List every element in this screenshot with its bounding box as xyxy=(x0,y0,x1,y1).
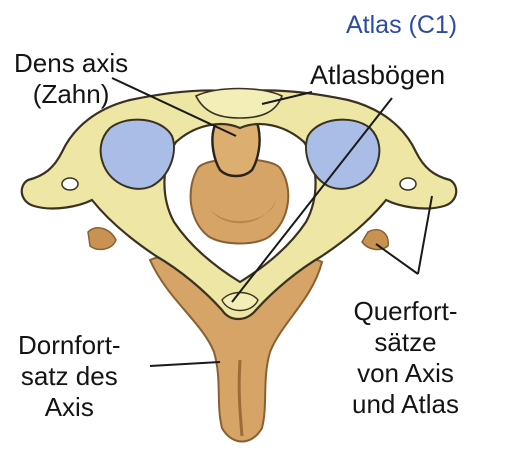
label-dornfortsatz-line-2: satz des xyxy=(20,361,118,391)
label-dens-axis-line-2: (Zahn) xyxy=(32,79,110,109)
label-querfortsaetze-line-4: und Atlas xyxy=(352,389,459,419)
label-dornfortsatz-line-1: Dornfort- xyxy=(18,330,121,360)
atlas-posterior-tubercle xyxy=(221,291,259,312)
axis-spinous-groove xyxy=(237,359,244,437)
label-dornfortsatz: Dornfort- satz des Axis xyxy=(18,330,121,423)
leader-atlasboegen-anterior xyxy=(261,91,313,105)
leader-lines xyxy=(111,77,433,367)
label-querfortsaetze-line-1: Querfort- xyxy=(353,296,458,326)
label-atlasboegen: Atlasbögen xyxy=(310,60,446,90)
label-querfortsaetze-line-3: von Axis xyxy=(357,358,454,388)
transverse-foramen-left xyxy=(61,177,79,191)
atlas-vertebra xyxy=(20,87,458,321)
label-querfortsaetze: Querfort- sätze von Axis und Atlas xyxy=(352,296,459,420)
leader-atlasboegen-posterior xyxy=(231,97,393,303)
axis-transverse-right xyxy=(361,228,389,251)
leader-querfortsatz-axis xyxy=(375,243,419,275)
label-querfortsaetze-line-2: sätze xyxy=(374,327,437,357)
leader-dens xyxy=(111,77,237,137)
axis-transverse-left xyxy=(87,227,117,251)
label-dens-axis: Dens axis (Zahn) xyxy=(14,48,128,110)
label-dens-axis-line-1: Dens axis xyxy=(14,48,129,78)
atlas-anterior-arch xyxy=(194,87,284,119)
label-dornfortsatz-line-3: Axis xyxy=(44,392,94,422)
leader-dornfortsatz xyxy=(149,361,221,367)
leader-querfortsatz-atlas xyxy=(417,195,433,275)
diagram-title: Atlas (C1) xyxy=(346,11,458,39)
axis-vertebra xyxy=(87,113,389,443)
transverse-foramen-right xyxy=(399,177,417,191)
atlas-facet-left xyxy=(99,118,175,190)
atlas-facet-right xyxy=(305,118,381,190)
